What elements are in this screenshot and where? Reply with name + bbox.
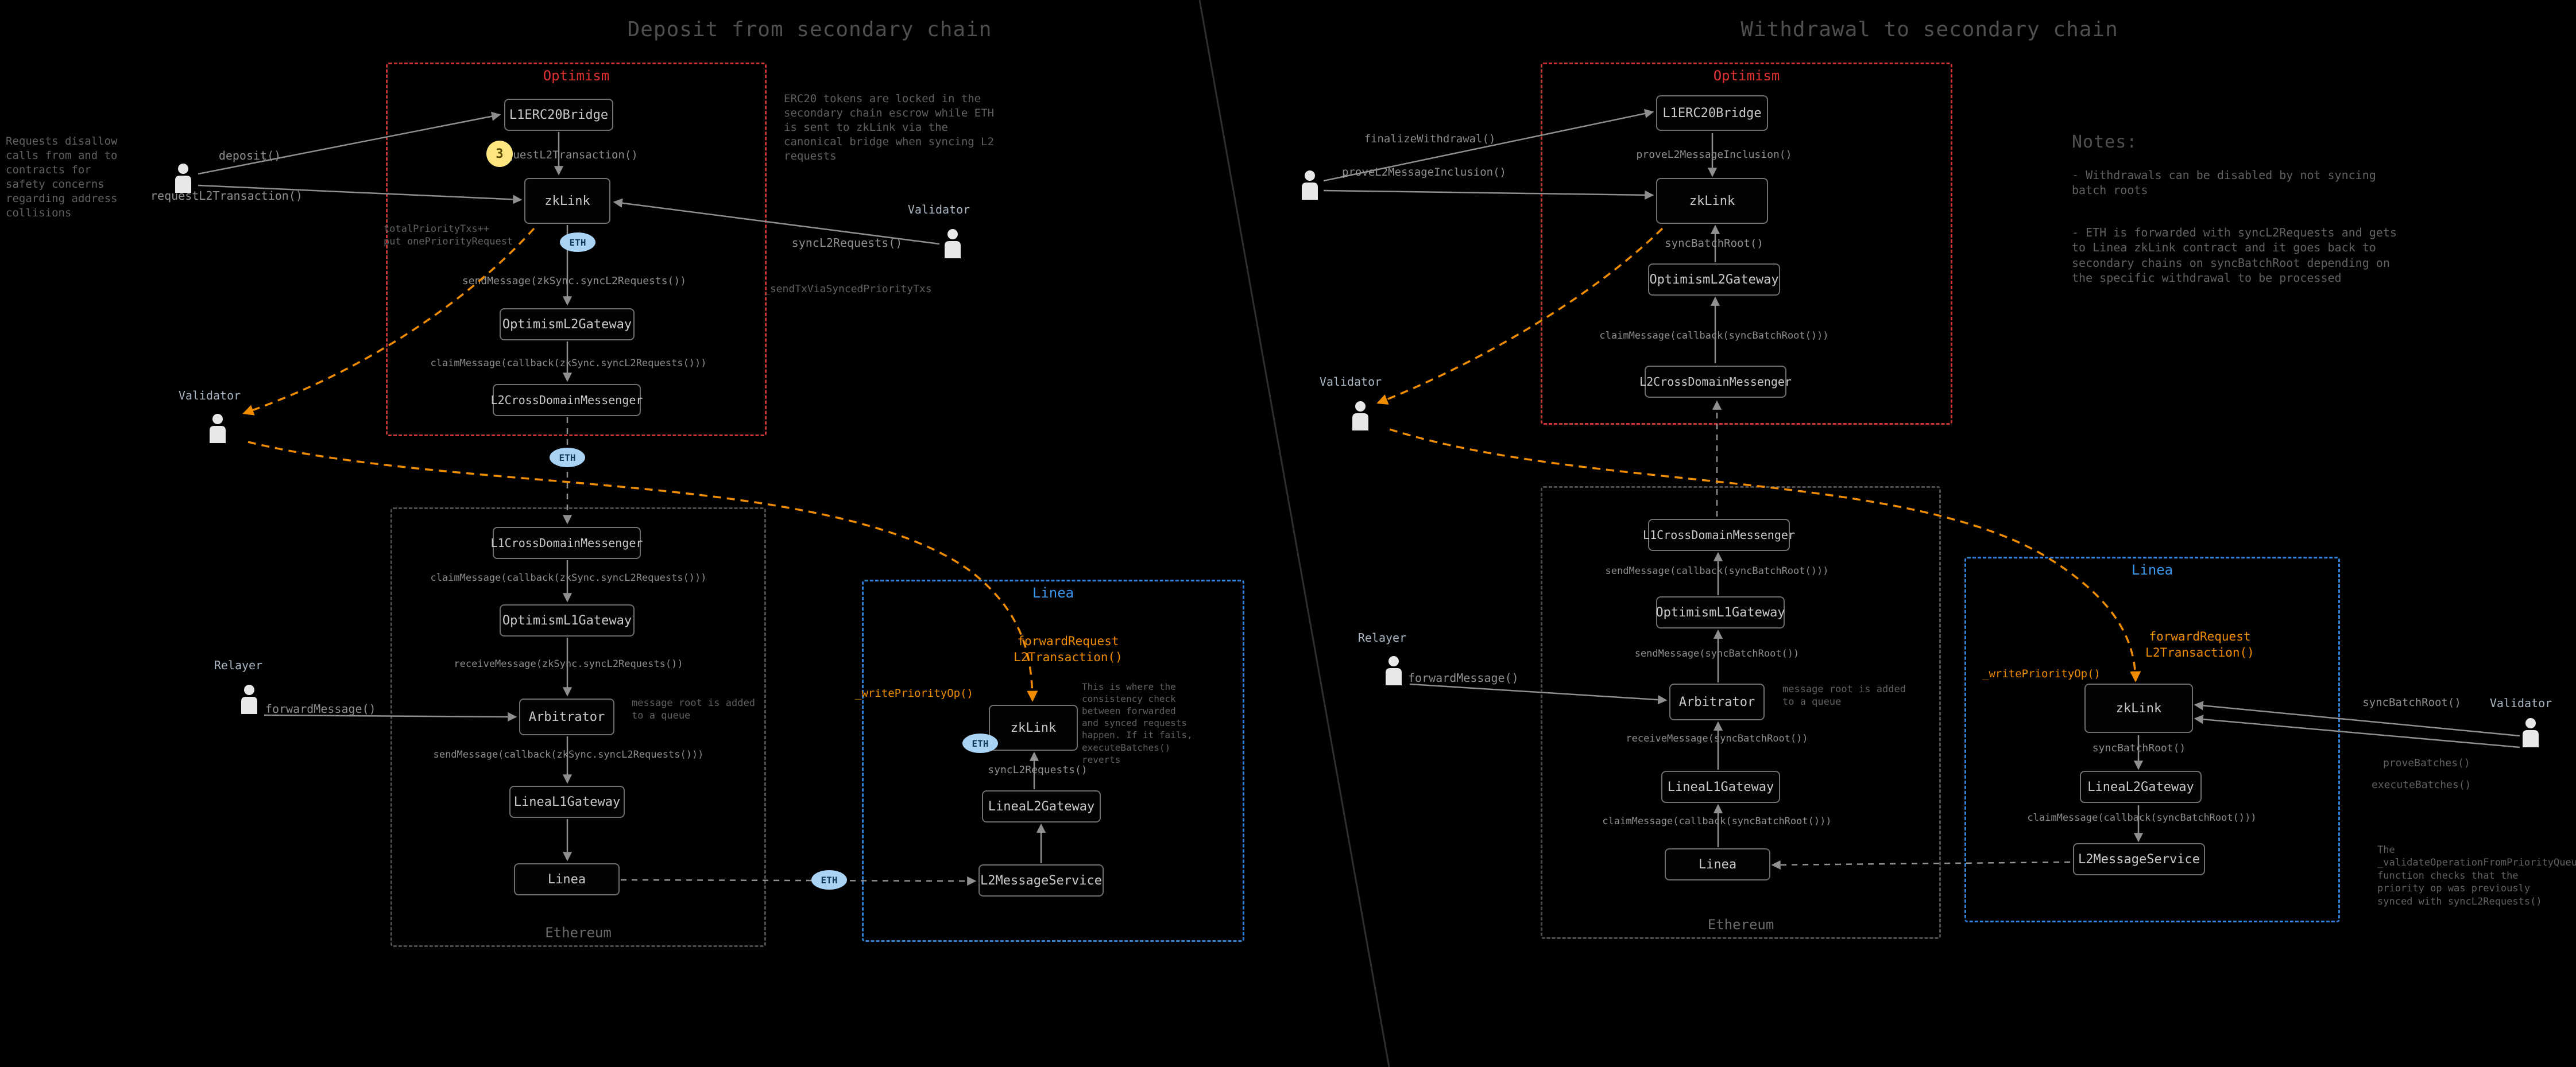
right-ethereum-messenger-node: L1CrossDomainMessenger bbox=[1643, 519, 1795, 551]
eth-chip-linea-zklink: ETH bbox=[962, 734, 998, 753]
request-l2-edge-label: requestL2Transaction() bbox=[150, 189, 303, 203]
left-validator-right-label: Validator bbox=[907, 203, 970, 216]
right-ethereum-chain-label: Ethereum bbox=[1707, 917, 1774, 933]
right-sync-batch-root-label: syncBatchRoot() bbox=[2362, 696, 2461, 709]
right-linea-claim-edge-label: claimMessage(callback(syncBatchRoot())) bbox=[2027, 812, 2257, 824]
user-safety-note: Requests disallow calls from and to cont… bbox=[6, 135, 118, 220]
right-optimism-claim-edge-label: claimMessage(callback(syncBatchRoot())) bbox=[1599, 330, 1829, 342]
validate-priority-note: The _validateOperationFromPriorityQueue … bbox=[2377, 844, 2576, 907]
left-validator-left-label: Validator bbox=[178, 389, 241, 402]
left-ethereum-messenger-node: L1CrossDomainMessenger bbox=[491, 527, 643, 559]
left-ethereum-linea-node: Linea bbox=[514, 863, 620, 895]
right-linea-sync-edge-label: syncBatchRoot() bbox=[2092, 742, 2186, 754]
left-optimism-send-edge-label: sendMessage(zkSync.syncL2Requests()) bbox=[462, 275, 687, 287]
left-sync-l2-edge-label: syncL2Requests() bbox=[791, 236, 903, 250]
right-linea-zklink-node: zkLink bbox=[2084, 684, 2193, 733]
left-synced-priority-note: _sendTxViaSyncedPriorityTxs bbox=[764, 283, 932, 295]
right-linea-message-service-node: L2MessageService bbox=[2073, 843, 2205, 875]
right-ethereum-linea-node: Linea bbox=[1665, 848, 1770, 880]
left-ethereum-linea-gateway-node: LineaL1Gateway bbox=[509, 786, 625, 818]
left-optimism-request-edge-label: requestL2Transaction() bbox=[493, 149, 638, 161]
left-linea-gateway-node: LineaL2Gateway bbox=[982, 790, 1101, 822]
right-forward-message-label: forwardMessage() bbox=[1408, 671, 1519, 685]
right-validator-left-label: Validator bbox=[1319, 375, 1382, 389]
escrow-note: ERC20 tokens are locked in the secondary… bbox=[784, 92, 995, 163]
execute-batches-label: executeBatches() bbox=[2372, 779, 2471, 791]
right-ethereum-receive-edge-label: receiveMessage(syncBatchRoot()) bbox=[1626, 733, 1808, 744]
left-forward-request-label: forwardRequest L2Transaction() bbox=[1014, 634, 1123, 664]
left-optimism-l1erc20bridge-node: L1ERC20Bridge bbox=[504, 99, 613, 131]
left-ethereum-receive-edge-label: receiveMessage(zkSync.syncL2Requests()) bbox=[454, 658, 683, 670]
right-ethereum-claim-edge-label: claimMessage(callback(syncBatchRoot())) bbox=[1602, 816, 1832, 827]
left-ethereum-claim-edge-label: claimMessage(callback(zkSync.syncL2Reque… bbox=[430, 572, 707, 584]
left-ethereum-chain-label: Ethereum bbox=[545, 925, 612, 941]
left-optimism-messenger-node: L2CrossDomainMessenger bbox=[491, 384, 643, 416]
left-validator-left-icon bbox=[207, 413, 229, 447]
right-forward-request-label: forwardRequest L2Transaction() bbox=[2145, 630, 2254, 659]
left-forward-message-label: forwardMessage() bbox=[265, 702, 376, 716]
right-optimism-sync-edge-label: syncBatchRoot() bbox=[1665, 237, 1763, 250]
left-consistency-note: This is where the consistency check betw… bbox=[1082, 681, 1193, 765]
left-linea-zklink-node: zkLink bbox=[989, 705, 1078, 751]
step-3-marker: 3 bbox=[486, 141, 513, 167]
right-optimism-messenger-node: L2CrossDomainMessenger bbox=[1639, 366, 1792, 398]
right-relayer-label: Relayer bbox=[1357, 631, 1407, 645]
prove-batches-label: proveBatches() bbox=[2383, 757, 2470, 769]
left-relayer-label: Relayer bbox=[214, 658, 263, 672]
left-ethereum-send-edge-label: sendMessage(callback(zkSync.syncL2Reques… bbox=[433, 749, 704, 761]
right-linea-gateway-node: LineaL2Gateway bbox=[2080, 771, 2202, 803]
notes-bullet-1: - Withdrawals can be disabled by not syn… bbox=[2072, 168, 2376, 197]
priority-queue-note: totalPriorityTxs++ put onePriorityReques… bbox=[384, 223, 513, 248]
left-linea-sync-edge-label: syncL2Requests() bbox=[988, 764, 1088, 776]
finalize-withdrawal-edge-label: finalizeWithdrawal() bbox=[1364, 133, 1496, 145]
left-linea-chain-label: Linea bbox=[1032, 585, 1074, 601]
right-optimism-l1erc20bridge-node: L1ERC20Bridge bbox=[1656, 95, 1768, 131]
left-ethereum-arbitrator-node: Arbitrator bbox=[519, 699, 614, 735]
eth-chip-optimism: ETH bbox=[560, 232, 595, 252]
left-diagram-title: Deposit from secondary chain bbox=[627, 18, 992, 41]
left-optimism-claim-edge-label: claimMessage(callback(zkSync.syncL2Reque… bbox=[430, 358, 707, 369]
right-validator-left-icon bbox=[1349, 401, 1371, 434]
left-relayer-icon bbox=[238, 684, 260, 717]
right-optimism-gateway-node: OptimismL2Gateway bbox=[1648, 263, 1780, 296]
right-linea-chain-label: Linea bbox=[2131, 562, 2173, 578]
left-optimism-gateway-node: OptimismL2Gateway bbox=[500, 308, 635, 340]
right-optimism-prove-edge-label: proveL2MessageInclusion() bbox=[1636, 149, 1792, 161]
left-queue-note: message root is added to a queue bbox=[632, 697, 755, 722]
right-diagram-title: Withdrawal to secondary chain bbox=[1740, 18, 2118, 41]
right-optimism-chain-label: Optimism bbox=[1713, 68, 1780, 84]
right-relayer-icon bbox=[1383, 655, 1405, 689]
eth-chip-linea-connector: ETH bbox=[811, 870, 847, 890]
notes-heading: Notes: bbox=[2072, 132, 2138, 152]
left-optimism-zklink-node: zkLink bbox=[524, 178, 610, 224]
right-optimism-zklink-node: zkLink bbox=[1656, 178, 1768, 224]
right-validator-right-icon bbox=[2520, 717, 2542, 751]
eth-chip-bridge-connector: ETH bbox=[550, 448, 585, 467]
right-ethereum-op-gateway-node: OptimismL1Gateway bbox=[1656, 596, 1785, 628]
right-ethereum-linea-gateway-node: LineaL1Gateway bbox=[1661, 771, 1780, 803]
prove-inclusion-edge-label: proveL2MessageInclusion() bbox=[1342, 166, 1506, 179]
notes-bullet-2: - ETH is forwarded with syncL2Requests a… bbox=[2072, 226, 2397, 285]
right-write-priority-label: _writePriorityOp() bbox=[1982, 668, 2101, 680]
right-ethereum-arbitrator-node: Arbitrator bbox=[1669, 684, 1765, 720]
left-optimism-chain-label: Optimism bbox=[543, 68, 610, 84]
left-write-priority-label: _writePriorityOp() bbox=[855, 687, 973, 700]
user-actor-icon bbox=[172, 163, 194, 196]
right-queue-note: message root is added to a queue bbox=[1782, 684, 1906, 708]
right-ethereum-send-edge-label: sendMessage(syncBatchRoot()) bbox=[1634, 648, 1800, 659]
deposit-edge-label: deposit() bbox=[218, 149, 281, 162]
left-validator-right-icon bbox=[942, 228, 964, 262]
right-validator-right-label: Validator bbox=[2489, 696, 2552, 710]
left-linea-message-service-node: L2MessageService bbox=[978, 864, 1104, 897]
right-ethereum-sendcb-edge-label: sendMessage(callback(syncBatchRoot())) bbox=[1605, 565, 1829, 577]
left-ethereum-op-gateway-node: OptimismL1Gateway bbox=[500, 604, 635, 637]
